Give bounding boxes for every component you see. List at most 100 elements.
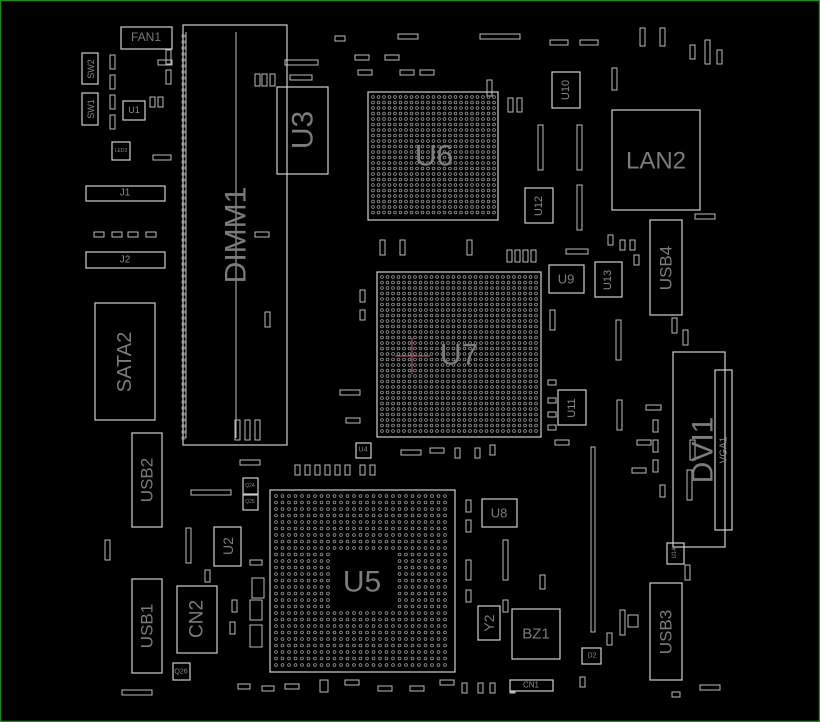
bga-ball (523, 308, 527, 312)
passive-component (530, 249, 537, 263)
bga-ball (512, 423, 516, 428)
usb3-connector[interactable]: USB3 (649, 582, 683, 681)
bga-ball (464, 199, 469, 204)
u1-chip[interactable]: U1 (122, 100, 146, 121)
bga-ball (391, 650, 395, 654)
bga-ball (345, 500, 350, 505)
led3[interactable]: LED3 (111, 141, 131, 161)
lan2-connector[interactable]: LAN2 (611, 109, 701, 211)
u4-chip[interactable]: U4 (355, 442, 372, 459)
bga-ball (470, 194, 474, 198)
bga-ball (431, 166, 436, 171)
passive-component (489, 444, 496, 456)
q26-transistor[interactable]: Q26 (172, 662, 191, 681)
vga1-connector[interactable]: VGA1 (714, 369, 733, 531)
bga-ball (274, 643, 278, 648)
bga-ball (462, 324, 467, 329)
u3-chip[interactable]: U3 (276, 86, 329, 175)
u13-chip[interactable]: U13 (594, 261, 623, 298)
bga-ball (345, 507, 350, 511)
bga-ball (274, 663, 278, 667)
bga-ball (382, 133, 386, 138)
bga-ball (385, 418, 390, 422)
usb1-connector[interactable]: USB1 (131, 578, 163, 674)
u6-chip[interactable]: U6 (367, 91, 499, 221)
bga-ball (378, 624, 382, 628)
bga-ball (479, 308, 483, 312)
u9-chip[interactable]: U9 (548, 264, 585, 294)
cn2-connector[interactable]: CN2 (176, 585, 218, 654)
sw1-switch[interactable]: SW1 (81, 92, 99, 126)
bga-ball (468, 385, 472, 389)
sw2-switch[interactable]: SW2 (81, 52, 99, 85)
bga-ball (431, 117, 436, 121)
bga-ball (426, 144, 430, 149)
bga-ball (486, 150, 491, 154)
bga-ball (396, 330, 401, 334)
fan1-connector[interactable]: FAN1 (120, 26, 173, 50)
dvi1-connector[interactable]: DVI1 (672, 351, 726, 548)
bga-ball (486, 133, 491, 138)
bga-ball (484, 280, 489, 285)
bga-ball (352, 546, 356, 550)
bga-ball (409, 111, 414, 116)
bga-ball (393, 205, 397, 209)
bga-ball (464, 106, 469, 110)
bga-ball (391, 396, 395, 400)
bga-ball (457, 341, 461, 345)
y2-crystal[interactable]: Y2 (477, 605, 501, 641)
bga-ball (457, 313, 461, 318)
bga-ball (512, 335, 516, 340)
u5-chip[interactable]: U5 (269, 489, 456, 673)
u12-label: U12 (533, 196, 545, 216)
bga-ball (404, 546, 408, 550)
j1-connector[interactable]: J1 (85, 185, 166, 202)
u14-chip[interactable]: U14 (666, 542, 685, 565)
q25-transistor[interactable]: Q25 (242, 494, 259, 511)
bga-ball (442, 133, 447, 138)
bga-ball (462, 396, 467, 400)
bga-ball (534, 346, 538, 351)
bga-ball (418, 275, 423, 279)
bga-ball (415, 205, 419, 209)
bga-ball (387, 155, 392, 160)
bga-ball (457, 390, 461, 395)
bga-ball (404, 559, 408, 563)
bga-ball (436, 585, 441, 589)
bga-ball (319, 617, 324, 622)
sata2-connector[interactable]: SATA2 (94, 302, 156, 421)
j2-connector[interactable]: J2 (85, 251, 166, 269)
bga-ball (404, 572, 408, 576)
bga-ball (451, 385, 456, 389)
bga-ball (523, 401, 527, 406)
bga-ball (387, 106, 392, 110)
u12-chip[interactable]: U12 (524, 187, 554, 224)
passive-component (631, 467, 647, 474)
bga-ball (436, 513, 441, 518)
passive-component (152, 154, 172, 161)
bga-ball (481, 155, 485, 160)
bga-ball (415, 166, 419, 171)
bga-ball (479, 341, 483, 345)
cn1-connector[interactable]: CN1 (509, 679, 554, 692)
dimm1-slot[interactable]: DIMM1 (182, 24, 288, 446)
bga-ball (358, 637, 363, 641)
bga-ball (473, 368, 478, 373)
bga-ball (380, 291, 384, 296)
bga-ball (409, 150, 414, 154)
usb4-connector[interactable]: USB4 (649, 219, 683, 316)
bga-ball (481, 100, 485, 105)
bga-ball (332, 617, 337, 622)
u2-chip[interactable]: U2 (213, 526, 242, 567)
u10-chip[interactable]: U10 (551, 71, 581, 109)
u8-chip[interactable]: U8 (481, 498, 518, 528)
d2-diode[interactable]: D2 (581, 647, 602, 665)
bga-ball (495, 291, 500, 296)
bz1-buzzer[interactable]: BZ1 (511, 608, 561, 660)
usb2-connector[interactable]: USB2 (131, 432, 163, 528)
bga-ball (462, 341, 467, 345)
u7-chip[interactable]: U7 (376, 271, 542, 438)
q24-transistor[interactable]: Q24 (242, 477, 259, 495)
u11-chip[interactable]: U11 (557, 389, 587, 426)
bga-ball (274, 559, 278, 563)
